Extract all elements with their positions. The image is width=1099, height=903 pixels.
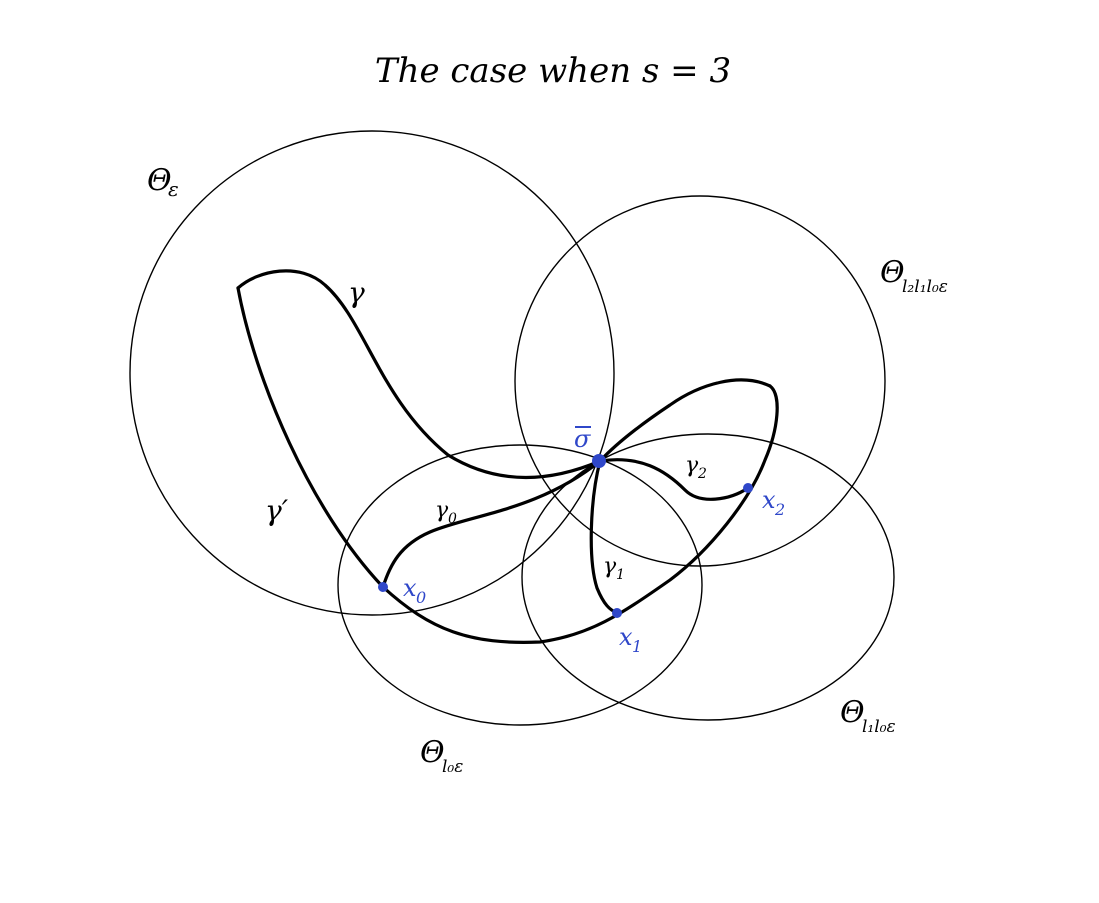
svg-text:2: 2 bbox=[697, 466, 707, 482]
label-sigma: σ bbox=[574, 425, 591, 453]
point-x2 bbox=[743, 483, 753, 493]
circle-theta-l0eps bbox=[337, 444, 703, 726]
curve-gamma-prime bbox=[236, 286, 779, 644]
circle-theta-l1l0eps bbox=[521, 433, 895, 721]
label-gamma0: γ 0 bbox=[435, 498, 457, 527]
svg-text:Θ: Θ bbox=[880, 255, 905, 290]
svg-text:2: 2 bbox=[774, 500, 785, 519]
svg-text:γ: γ bbox=[435, 498, 449, 523]
svg-text:x: x bbox=[762, 486, 776, 514]
svg-text:0: 0 bbox=[416, 588, 426, 607]
svg-text:ε: ε bbox=[168, 177, 179, 201]
curve-gamma2 bbox=[598, 458, 750, 501]
label-theta-l0eps: Θ l₀ε bbox=[420, 735, 463, 777]
svg-text:Θ: Θ bbox=[840, 695, 865, 730]
label-gamma2: γ 2 bbox=[685, 453, 707, 482]
curve-gamma bbox=[236, 269, 602, 480]
svg-text:Θ: Θ bbox=[147, 163, 172, 198]
label-x1: x 1 bbox=[619, 623, 642, 656]
svg-text:x: x bbox=[619, 623, 633, 651]
svg-text:l₀ε: l₀ε bbox=[442, 757, 463, 777]
svg-text:1: 1 bbox=[616, 567, 625, 583]
point-sigma bbox=[592, 454, 606, 468]
label-gamma1: γ 1 bbox=[603, 554, 625, 583]
diagram-title: The case when s = 3 bbox=[375, 51, 731, 91]
label-gamma: γ bbox=[348, 276, 365, 309]
svg-text:l₂l₁l₀ε: l₂l₁l₀ε bbox=[902, 277, 948, 297]
curve-gamma0 bbox=[381, 459, 602, 589]
label-theta-l2l1l0eps: Θ l₂l₁l₀ε bbox=[880, 255, 948, 297]
svg-text:1: 1 bbox=[632, 637, 642, 656]
svg-text:σ: σ bbox=[574, 425, 591, 453]
label-theta-eps: Θ ε bbox=[147, 163, 179, 201]
svg-text:0: 0 bbox=[448, 511, 457, 527]
curve-gamma-loop-top bbox=[598, 378, 772, 463]
svg-text:γ: γ bbox=[685, 453, 699, 478]
svg-text:l₁l₀ε: l₁l₀ε bbox=[862, 717, 896, 737]
svg-text:Θ: Θ bbox=[420, 735, 445, 770]
svg-text:γ: γ bbox=[603, 554, 617, 579]
point-x0 bbox=[378, 582, 388, 592]
svg-text:x: x bbox=[403, 574, 417, 602]
point-x1 bbox=[612, 608, 622, 618]
label-gamma-prime: γ′ bbox=[265, 494, 289, 527]
label-x0: x 0 bbox=[403, 574, 426, 607]
label-x2: x 2 bbox=[762, 486, 785, 519]
circle-theta-eps bbox=[129, 130, 615, 616]
label-theta-l1l0eps: Θ l₁l₀ε bbox=[840, 695, 896, 737]
curve-gamma1 bbox=[589, 459, 619, 615]
